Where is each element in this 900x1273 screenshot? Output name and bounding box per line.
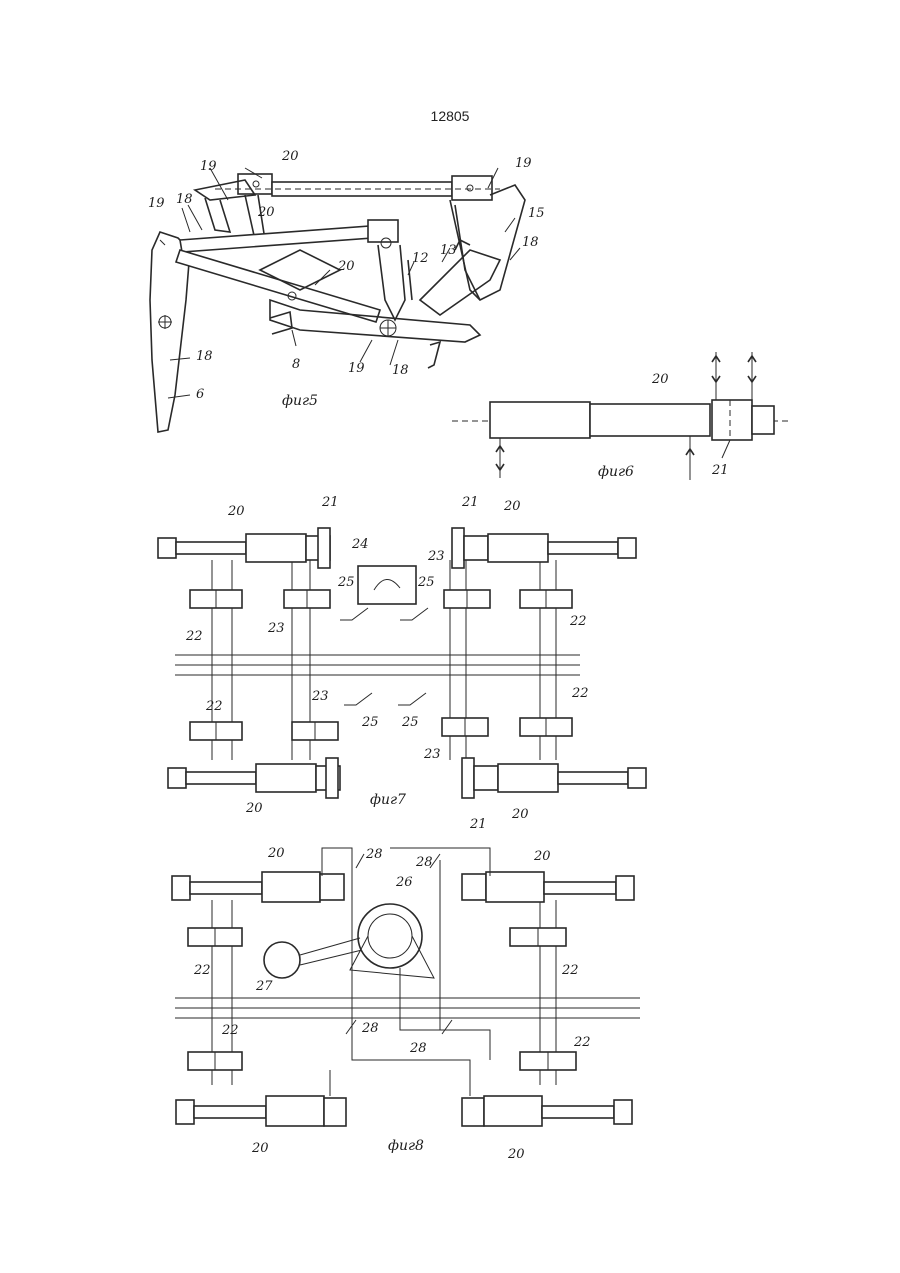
fig7-label-23-bl: 23	[311, 689, 329, 704]
fig5-label-19-d: 19	[348, 361, 365, 376]
fig5-caption: фиг5	[282, 393, 318, 409]
fig7-label-25-c: 25	[361, 715, 379, 730]
fig8-label-28-a: 28	[365, 847, 383, 862]
fig7-scheme	[158, 528, 646, 798]
fig5-label-19-b: 19	[515, 156, 532, 171]
fig7-label-23-tl: 23	[267, 621, 285, 636]
fig7-label-21-tl: 21	[321, 495, 339, 510]
fig8-label-22-tl: 22	[193, 963, 211, 978]
fig5-label-18-b: 18	[522, 235, 539, 250]
fig7-label-24: 24	[351, 537, 369, 552]
fig7-label-21-br: 21	[469, 817, 487, 832]
fig5-label-13: 13	[440, 243, 457, 258]
fig7-label-25-d: 25	[401, 715, 419, 730]
fig8-label-26: 26	[395, 875, 413, 890]
fig5-mechanism	[150, 168, 525, 432]
fig8-label-20-tl: 20	[267, 846, 285, 861]
fig7-label-22-bl: 22	[205, 699, 223, 714]
fig8-label-20-bl: 20	[251, 1141, 269, 1156]
fig7-caption: фиг7	[370, 792, 406, 808]
fig7-label-23-tr: 23	[427, 549, 445, 564]
fig5-label-18-d: 18	[196, 349, 213, 364]
fig7-label-22-tr: 22	[569, 614, 587, 629]
fig8-label-27: 27	[255, 979, 273, 994]
fig5-label-12: 12	[412, 251, 429, 266]
fig7-label-20-br: 20	[511, 807, 529, 822]
fig7-label-25-a: 25	[337, 575, 355, 590]
fig5-label-18-a: 18	[176, 192, 193, 207]
fig7-label-20-tl: 20	[227, 504, 245, 519]
fig8-label-28-b: 28	[415, 855, 433, 870]
fig5-label-8: 8	[292, 357, 300, 372]
fig5-label-15: 15	[528, 206, 545, 221]
fig8-label-28-d: 28	[409, 1041, 427, 1056]
fig5-label-20-top: 20	[281, 149, 299, 164]
fig5-label-18-c: 18	[392, 363, 409, 378]
fig8-label-22-tr: 22	[561, 963, 579, 978]
fig6-label-20: 20	[651, 372, 669, 387]
fig5-label-19-c: 19	[148, 196, 165, 211]
fig5-label-19-a: 19	[200, 159, 217, 174]
fig6-cylinder	[452, 352, 790, 480]
fig8-caption: фиг8	[388, 1138, 424, 1154]
fig5-label-20-low: 20	[337, 259, 355, 274]
fig8-label-20-tr: 20	[533, 849, 551, 864]
fig5-label-6: 6	[196, 387, 204, 402]
fig6-label-21: 21	[711, 463, 729, 478]
fig7-label-23-br: 23	[423, 747, 441, 762]
fig8-label-22-bl: 22	[221, 1023, 239, 1038]
fig7-label-22-tl: 22	[185, 629, 203, 644]
fig7-label-20-bl: 20	[245, 801, 263, 816]
fig7-label-21-tr: 21	[461, 495, 479, 510]
fig5-label-20-mid: 20	[257, 205, 275, 220]
fig7-label-20-tr: 20	[503, 499, 521, 514]
fig8-label-22-br: 22	[573, 1035, 591, 1050]
fig6-caption: фиг6	[598, 464, 634, 480]
fig7-label-25-b: 25	[417, 575, 435, 590]
fig7-label-22-br: 22	[571, 686, 589, 701]
fig8-label-28-c: 28	[361, 1021, 379, 1036]
fig8-label-20-br: 20	[507, 1147, 525, 1162]
